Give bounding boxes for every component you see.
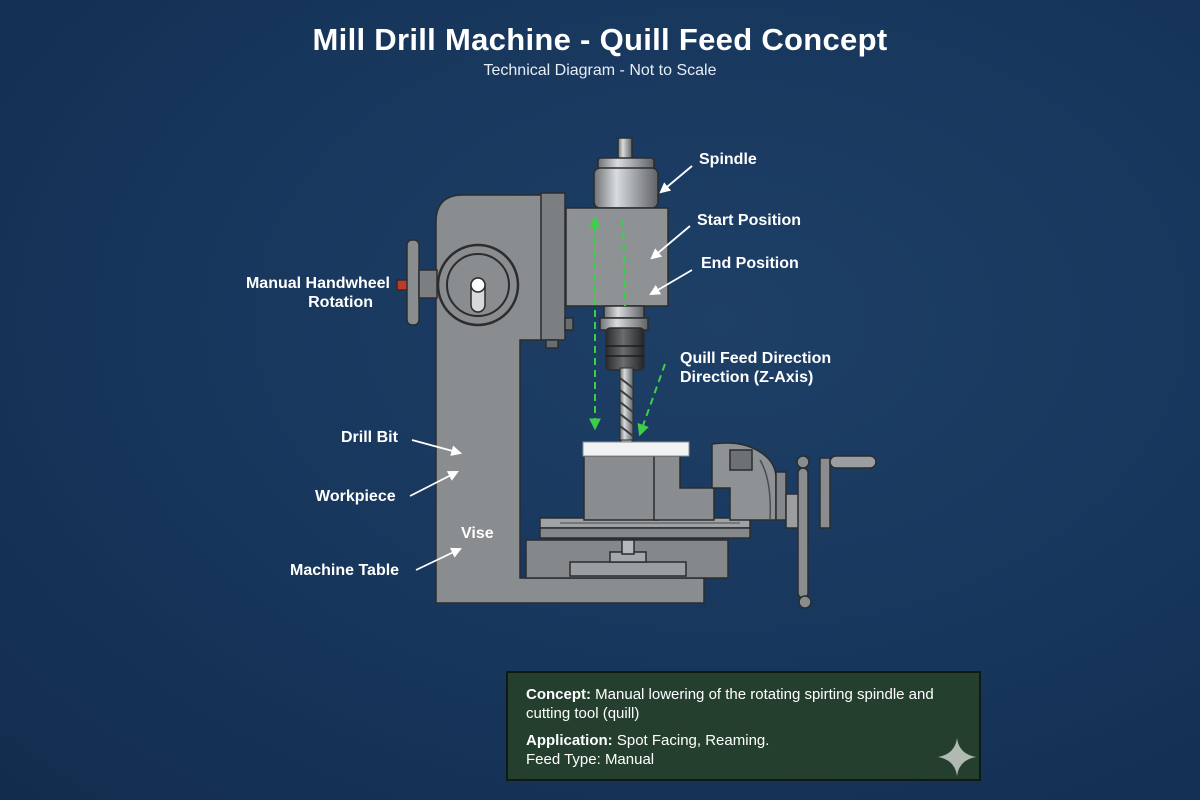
label-end-position: End Position <box>701 255 799 272</box>
label-spindle: Spindle <box>699 151 757 168</box>
label-manual-handwheel: Manual Handwheel Rotation <box>228 274 390 312</box>
quill-feed-arrows <box>589 219 666 437</box>
spindle-head <box>565 137 669 371</box>
handwheel <box>396 239 520 327</box>
machine-table <box>525 517 751 579</box>
diagram-title: Mill Drill Machine - Quill Feed Concept <box>312 22 888 57</box>
label-quill-feed-direction: Quill Feed Direction Direction (Z-Axis) <box>680 349 831 387</box>
concept-label: Concept: <box>526 686 591 703</box>
label-workpiece: Workpiece <box>315 488 396 505</box>
application-text: Spot Facing, Reaming. <box>616 732 770 749</box>
workpiece <box>582 441 690 457</box>
label-start-position: Start Position <box>697 212 802 229</box>
label-drill-bit: Drill Bit <box>341 429 398 446</box>
drill-bit <box>618 367 635 449</box>
label-manual-handwheel-line1: Manual Handwheel <box>245 275 390 292</box>
label-quill-feed-line2: Direction (Z-Axis) <box>680 369 814 386</box>
application-label: Application: <box>526 732 613 749</box>
label-quill-feed-line1: Quill Feed Direction <box>680 350 832 367</box>
concept-info-box: Concept: Manual lowering of the rotating… <box>506 671 981 781</box>
diagram-subtitle: Technical Diagram - Not to Scale <box>483 62 717 79</box>
sparkle-icon <box>938 738 976 776</box>
application-line: Application: Spot Facing, Reaming. <box>526 731 961 750</box>
start-position-arrowhead <box>589 216 601 228</box>
leader-lines <box>409 165 693 571</box>
concept-line: Concept: Manual lowering of the rotating… <box>526 685 961 723</box>
vise <box>583 442 877 609</box>
feed-type-line: Feed Type: Manual <box>526 751 655 768</box>
concept-text: Manual lowering of the rotating spirting… <box>526 686 934 722</box>
label-manual-handwheel-line2: Rotation <box>308 294 373 311</box>
label-vise: Vise <box>461 525 494 542</box>
label-machine-table: Machine Table <box>290 562 400 579</box>
